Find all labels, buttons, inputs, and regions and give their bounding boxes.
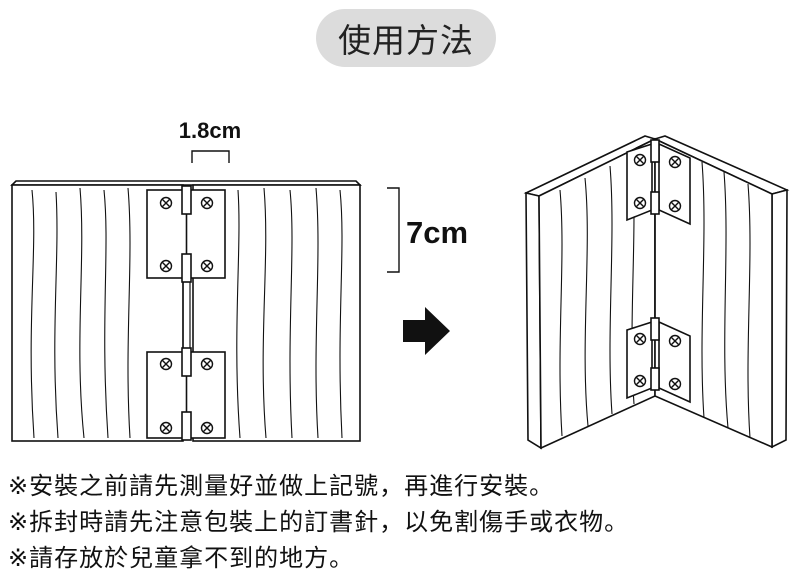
screw-icon [633, 332, 647, 346]
wood-grain-folded-right [701, 161, 751, 439]
note-item: ※拆封時請先注意包裝上的訂書針，以免割傷手或衣物。 [8, 508, 630, 536]
screw-icon [668, 377, 682, 391]
instruction-notes: ※安裝之前請先測量好並做上記號，再進行安裝。 ※拆封時請先注意包裝上的訂書針，以… [8, 468, 798, 576]
folded-board-assembly [523, 135, 790, 450]
gap-bracket [191, 150, 230, 163]
title-text: 使用方法 [338, 21, 474, 60]
screw-icon [159, 196, 173, 210]
screw-icon [633, 374, 647, 388]
screw-icon [200, 421, 214, 435]
screw-icon [668, 334, 682, 348]
spacing-label: 7cm [406, 215, 468, 250]
folded-bottom-hinge [626, 317, 691, 404]
screw-icon [200, 259, 214, 273]
note-item: ※請存放於兒童拿不到的地方。 [8, 544, 355, 572]
screw-icon [668, 155, 682, 169]
gap-label: 1.8cm [179, 118, 241, 143]
wood-grain-left [30, 187, 131, 439]
top-hinge [146, 185, 226, 283]
screw-icon [200, 196, 214, 210]
screw-icon [200, 357, 214, 371]
folded-top-hinge [626, 139, 691, 226]
screw-icon [159, 357, 173, 371]
screw-icon [159, 259, 173, 273]
right-arrow-icon [403, 307, 450, 355]
note-item: ※安裝之前請先測量好並做上記號，再進行安裝。 [8, 472, 555, 500]
flat-board-assembly [10, 150, 400, 442]
screw-icon [633, 153, 647, 167]
page-title: 使用方法 [316, 9, 496, 67]
spacing-bracket [387, 187, 400, 273]
screw-icon [668, 199, 682, 213]
bottom-hinge [146, 347, 226, 441]
screw-icon [633, 196, 647, 210]
wood-grain-right [236, 187, 343, 439]
hinge-diagram: 1.8cm 7cm [10, 118, 790, 450]
screw-icon [159, 421, 173, 435]
